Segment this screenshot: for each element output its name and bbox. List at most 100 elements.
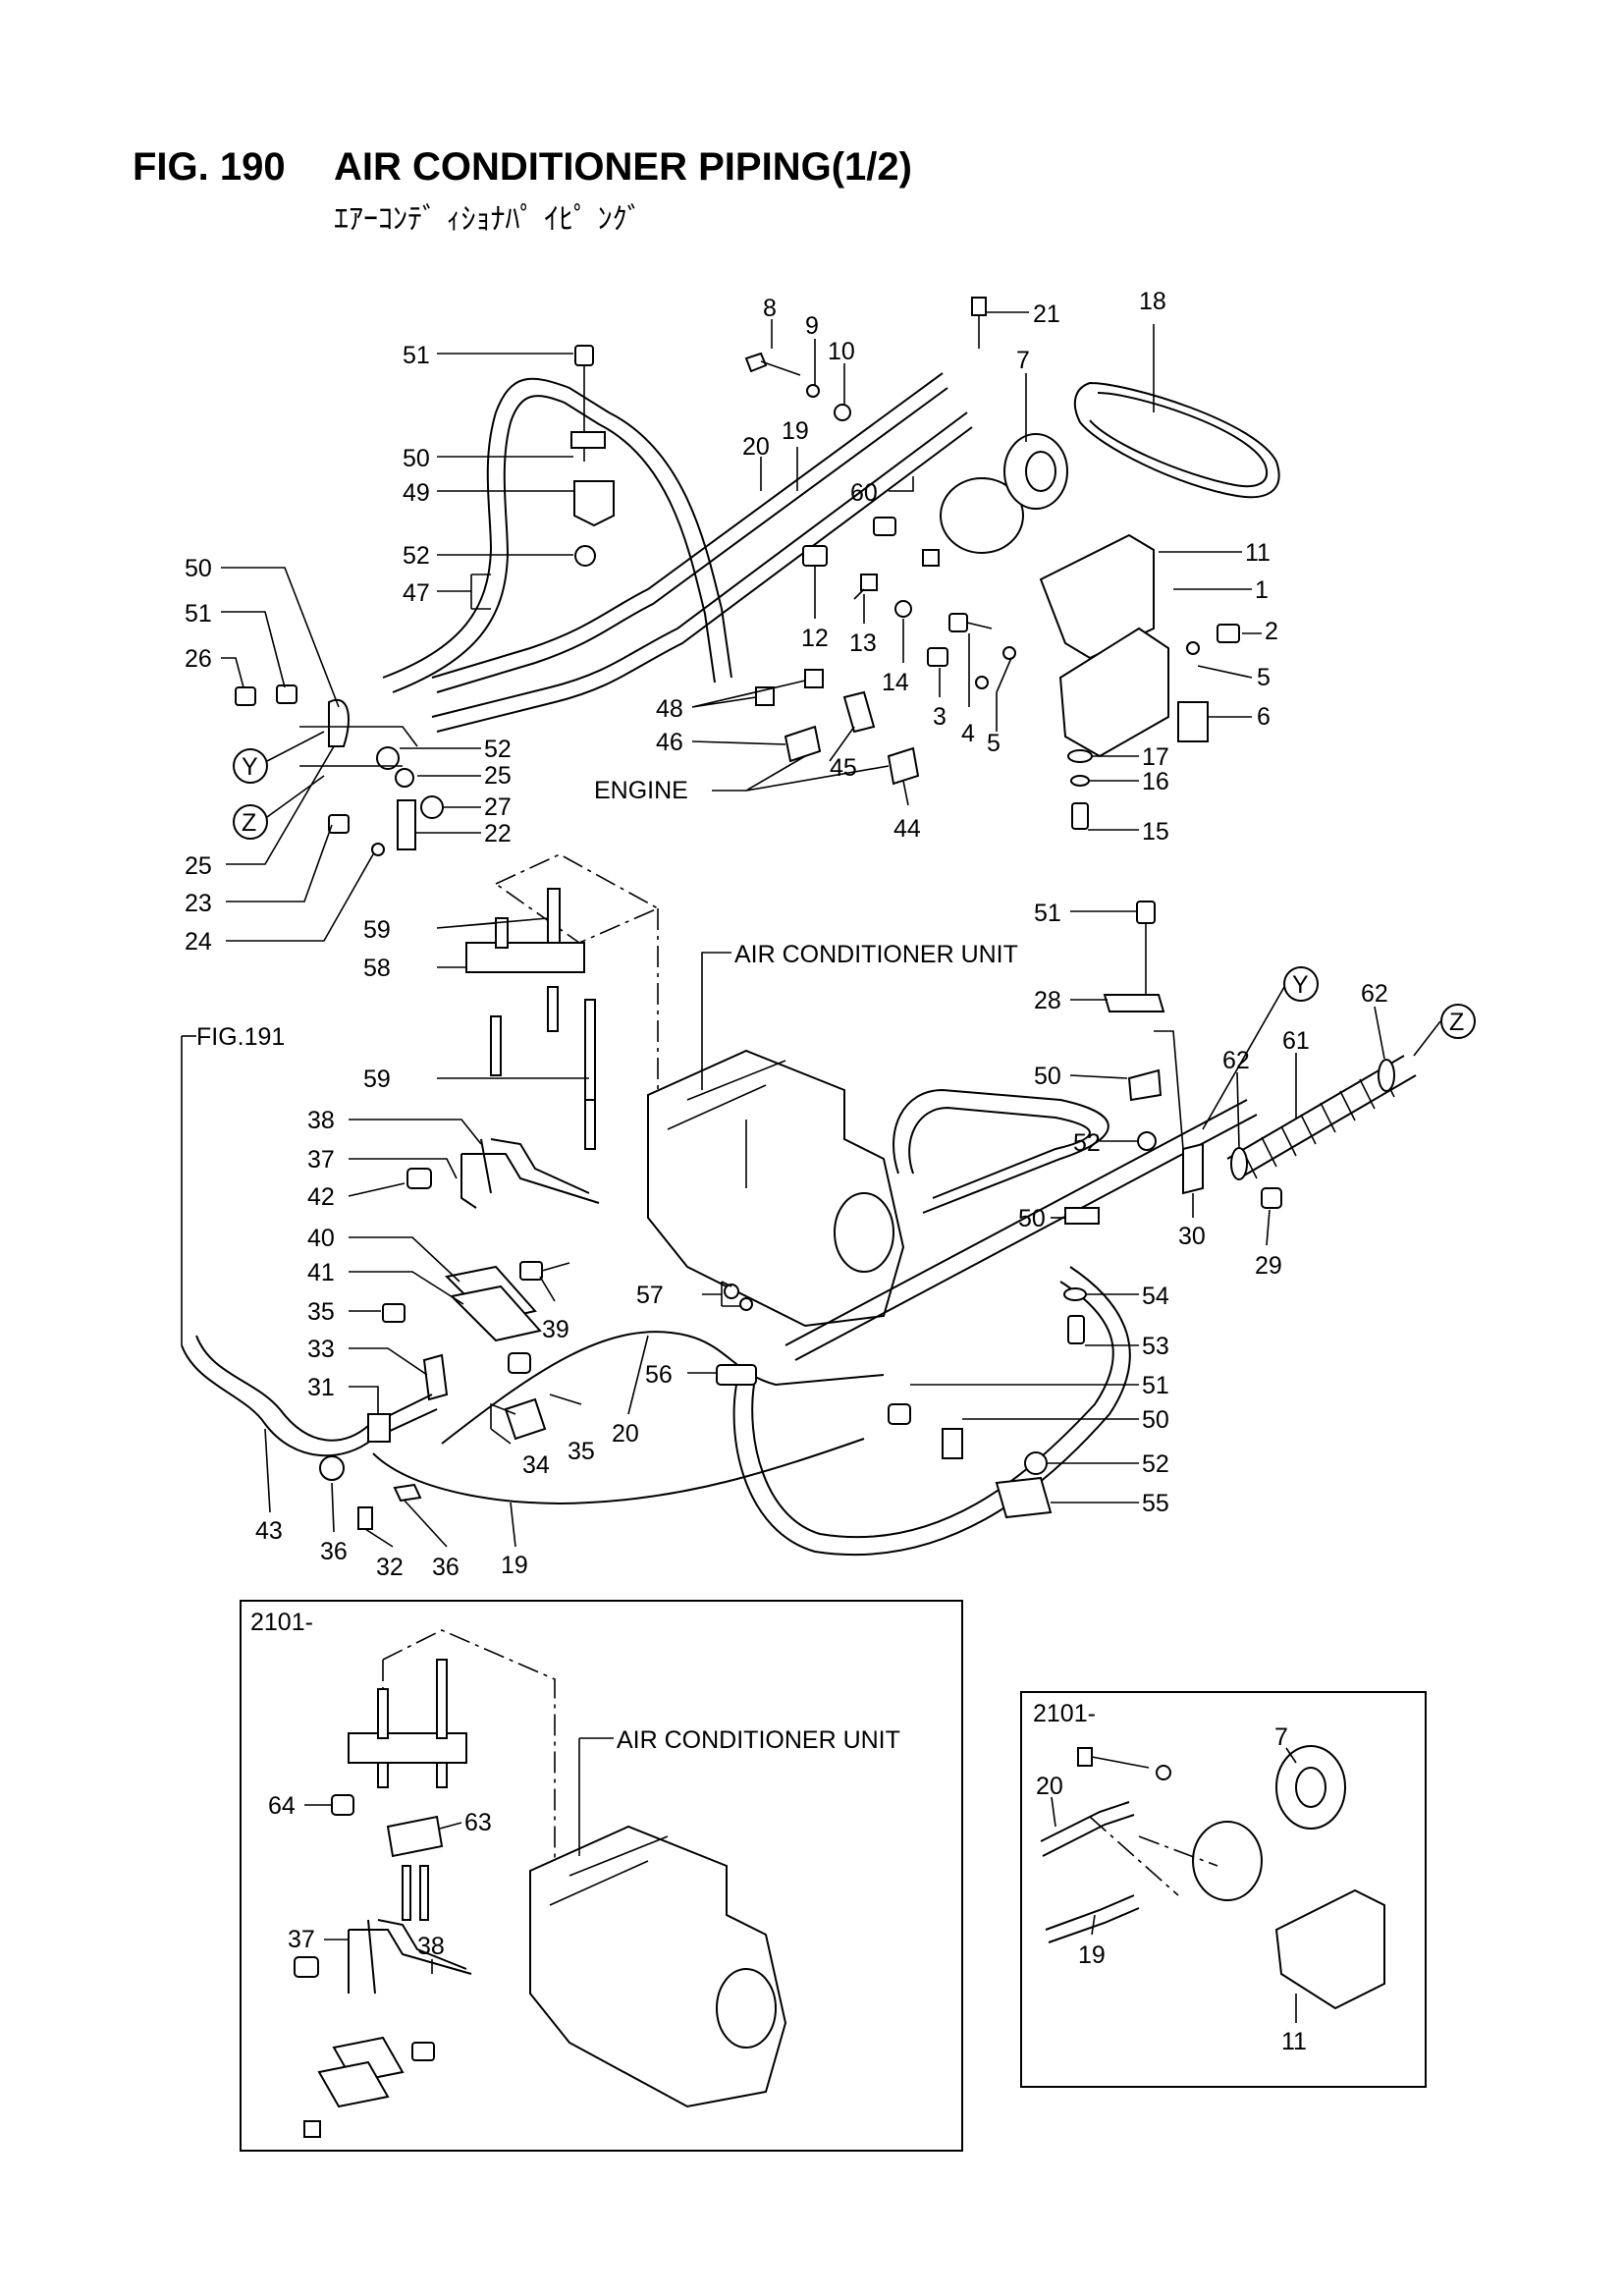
marker-Y1: Y: [242, 753, 258, 781]
washer-16: [1070, 775, 1090, 787]
callout-53: 53: [1142, 1333, 1169, 1360]
callout-25: 25: [185, 852, 212, 880]
washer-54: [1063, 1287, 1087, 1301]
hose-43: [181, 1344, 438, 1457]
hose-47-loop-inner: [510, 395, 716, 683]
nut-52-left: [376, 746, 400, 770]
hose-47-left: [382, 411, 497, 679]
nut-27: [420, 795, 444, 819]
washer-10: [834, 404, 851, 421]
callout-58: 58: [363, 955, 391, 982]
line-38: [480, 1138, 590, 1194]
hose-47-left-inner: [392, 421, 512, 693]
callout-34: 34: [522, 1451, 550, 1479]
belt-18: [1073, 381, 1280, 499]
clamp-50-lower-right: [1064, 1207, 1100, 1225]
washer-2: [1186, 641, 1200, 655]
callout-8: 8: [763, 295, 777, 322]
tube-59d: [547, 986, 559, 1032]
marker-Y2-circle: [1283, 966, 1319, 1002]
inset-left-ac-unit: AIR CONDITIONER UNIT: [617, 1726, 900, 1754]
callout-19: 19: [782, 417, 809, 445]
callout-24: 24: [185, 928, 212, 956]
callout-36: 36: [320, 1538, 348, 1565]
washer-24: [371, 843, 385, 856]
callout-59: 59: [363, 1066, 391, 1093]
callout-36: 36: [432, 1554, 460, 1581]
pipe-20-inner: [436, 387, 948, 693]
tube-59e: [584, 999, 596, 1104]
callout-51: 51: [403, 342, 430, 369]
ac-unit-body: [647, 1049, 905, 1328]
marker-Z2-circle: [1440, 1004, 1476, 1039]
bolt-23: [328, 814, 350, 834]
inset-hose-20: [1040, 1801, 1130, 1842]
bolt-51-top: [574, 345, 594, 366]
pipe-20: [431, 372, 944, 679]
compressor-body: [940, 477, 1024, 554]
callout-40: 40: [307, 1225, 335, 1252]
callout-38: 38: [307, 1107, 335, 1134]
bolt-26: [235, 686, 256, 706]
callout-51: 51: [185, 600, 212, 628]
bolt-15: [1071, 802, 1089, 830]
clamp-57: [724, 1284, 739, 1299]
callout-7: 7: [1016, 347, 1030, 374]
callout-42: 42: [307, 1183, 335, 1211]
callout-57: 57: [636, 1282, 664, 1309]
hose-47-loop: [495, 377, 732, 679]
bolt-42: [406, 1168, 432, 1189]
callout-45: 45: [830, 754, 857, 782]
callout-10: 10: [828, 338, 855, 365]
callout-21: 21: [1033, 301, 1060, 328]
inset-bracket-11: [1274, 1888, 1385, 2010]
callout-50: 50: [1018, 1205, 1046, 1232]
tube-59a: [547, 888, 561, 944]
inset-ac-unit: [529, 1825, 787, 2108]
callout-50: 50: [1034, 1063, 1061, 1090]
bracket-55: [995, 1476, 1053, 1519]
callout-20: 20: [1036, 1773, 1063, 1800]
pipe-right-long: [784, 1099, 1248, 1346]
nut-52-right: [1137, 1131, 1157, 1151]
label-engine: ENGINE: [594, 777, 688, 804]
bolt-4: [948, 613, 968, 632]
callout-39: 39: [542, 1316, 569, 1343]
callout-5: 5: [987, 730, 1001, 757]
callout-52: 52: [403, 542, 430, 570]
bracket-28: [1103, 994, 1165, 1012]
callout-62: 62: [1361, 980, 1388, 1008]
band-62a: [1230, 1147, 1248, 1180]
clamp-50-lower: [942, 1428, 963, 1459]
fitting-45: [842, 690, 876, 734]
callout-51: 51: [1142, 1372, 1169, 1399]
bolt-8: [744, 352, 768, 373]
hose-19-lower: [372, 1438, 865, 1504]
clamp-50-top: [570, 431, 606, 449]
callout-7: 7: [1274, 1723, 1288, 1751]
bolt-32: [357, 1506, 373, 1530]
callout-47: 47: [403, 579, 430, 607]
clamp-56: [716, 1364, 757, 1386]
callout-17: 17: [1142, 743, 1169, 771]
callout-64: 64: [268, 1792, 296, 1820]
inset-bar: [348, 1732, 467, 1764]
spring-61: [1226, 1055, 1417, 1179]
callout-63: 63: [464, 1809, 492, 1836]
callout-60: 60: [850, 479, 878, 507]
callout-30: 30: [1178, 1223, 1206, 1250]
nut-36a: [319, 1455, 345, 1481]
bar-58: [465, 942, 585, 973]
bolt-3: [927, 647, 948, 667]
inset-left-serial: 2101-: [250, 1609, 313, 1636]
nut-13: [860, 574, 878, 591]
callout-59: 59: [363, 916, 391, 944]
bracket-30: [1182, 1142, 1204, 1195]
callout-43: 43: [255, 1517, 283, 1545]
callout-52: 52: [484, 736, 512, 763]
bolt-53: [1067, 1315, 1085, 1344]
callout-52: 52: [1073, 1129, 1101, 1157]
fitting-44: [887, 746, 920, 786]
callout-11: 11: [1245, 539, 1271, 567]
